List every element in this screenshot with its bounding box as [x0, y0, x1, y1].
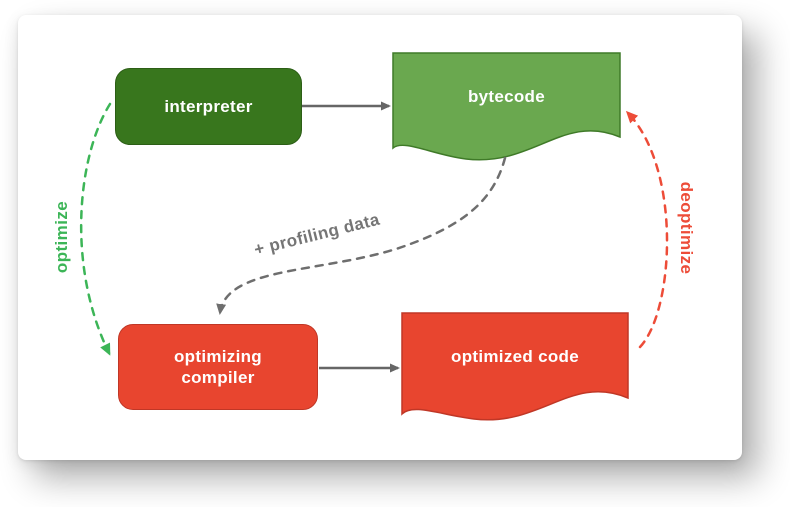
bytecode-shape: [392, 52, 621, 161]
optimize-edge-label: optimize: [52, 200, 71, 274]
profiling-data-edge: [216, 156, 507, 315]
deoptimize-edge-label: deoptimize: [677, 181, 696, 275]
diagram-edge-layer: [79, 52, 669, 421]
node-optimizing-compiler: optimizing compiler: [118, 324, 318, 410]
deoptimize-edge: [625, 110, 669, 349]
slide-card: interpreter bytecode optimizing compiler…: [18, 15, 742, 460]
optimized-code-shape: [401, 312, 629, 421]
node-bytecode: bytecode: [393, 53, 620, 141]
node-bytecode-label: bytecode: [467, 87, 546, 107]
node-optimized-code: optimized code: [402, 313, 628, 401]
node-interpreter: interpreter: [115, 68, 302, 145]
node-optimizing-compiler-label: optimizing compiler: [174, 346, 262, 387]
node-optimized-code-label: optimized code: [451, 347, 579, 367]
node-interpreter-label: interpreter: [164, 96, 253, 116]
optimize-edge: [79, 102, 112, 356]
